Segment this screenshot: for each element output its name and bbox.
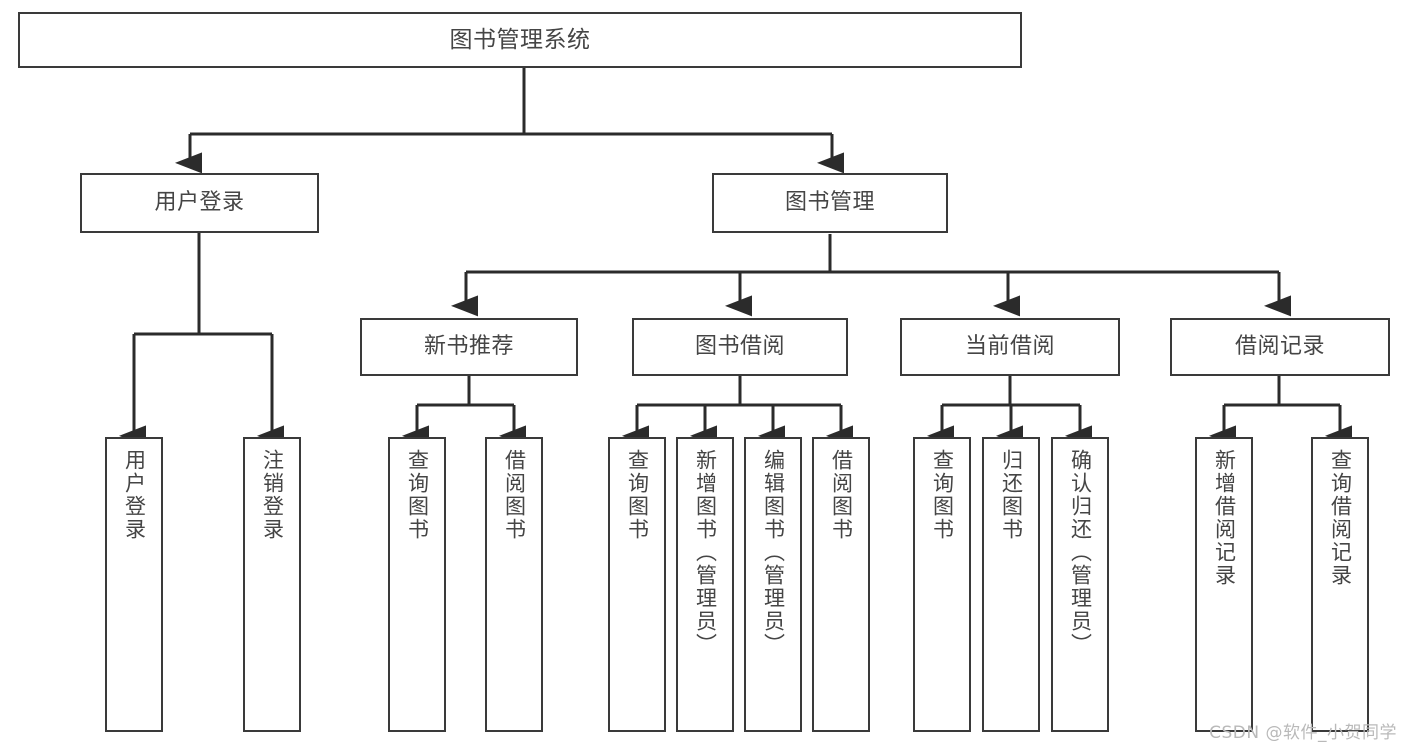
leaf-query-book-2[interactable]: 查询图书: [608, 437, 666, 732]
leaf-borrow-book-2-label: 借阅图书: [829, 449, 854, 541]
leaf-query-book-1-label: 查询图书: [405, 449, 430, 541]
leaf-logout-login[interactable]: 注销登录: [243, 437, 301, 732]
leaf-confirm-return[interactable]: 确认归还（管理员）: [1051, 437, 1109, 732]
leaf-query-borrow-record-label: 查询借阅记录: [1328, 449, 1353, 587]
leaf-query-book-3[interactable]: 查询图书: [913, 437, 971, 732]
leaf-confirm-return-label: 确认归还（管理员）: [1068, 449, 1093, 656]
leaf-add-borrow-record[interactable]: 新增借阅记录: [1195, 437, 1253, 732]
leaf-query-borrow-record[interactable]: 查询借阅记录: [1311, 437, 1369, 732]
node-current-borrow-label: 当前借阅: [964, 334, 1055, 360]
node-user-login-label: 用户登录: [154, 190, 245, 216]
leaf-query-book-1[interactable]: 查询图书: [388, 437, 446, 732]
leaf-user-login[interactable]: 用户登录: [105, 437, 163, 732]
node-user-login[interactable]: 用户登录: [80, 173, 319, 233]
leaf-add-borrow-record-label: 新增借阅记录: [1212, 449, 1237, 587]
leaf-query-book-3-label: 查询图书: [930, 449, 955, 541]
node-root-label: 图书管理系统: [449, 26, 591, 53]
leaf-borrow-book-1-label: 借阅图书: [502, 449, 527, 541]
node-new-book-recommend-label: 新书推荐: [423, 334, 514, 360]
leaf-borrow-book-2[interactable]: 借阅图书: [812, 437, 870, 732]
watermark: CSDN @软件_小贺同学: [1209, 723, 1397, 743]
leaf-return-book[interactable]: 归还图书: [982, 437, 1040, 732]
leaf-borrow-book-1[interactable]: 借阅图书: [485, 437, 543, 732]
node-book-management-label: 图书管理: [784, 190, 875, 216]
node-new-book-recommend[interactable]: 新书推荐: [360, 318, 578, 376]
leaf-add-book-label: 新增图书（管理员）: [693, 449, 718, 656]
leaf-query-book-2-label: 查询图书: [625, 449, 650, 541]
node-borrow-record[interactable]: 借阅记录: [1170, 318, 1390, 376]
leaf-logout-login-label: 注销登录: [260, 449, 285, 541]
node-book-borrow[interactable]: 图书借阅: [632, 318, 848, 376]
leaf-edit-book[interactable]: 编辑图书（管理员）: [744, 437, 802, 732]
node-book-management[interactable]: 图书管理: [712, 173, 948, 233]
leaf-add-book[interactable]: 新增图书（管理员）: [676, 437, 734, 732]
leaf-user-login-label: 用户登录: [122, 449, 147, 541]
node-book-borrow-label: 图书借阅: [694, 334, 785, 360]
node-current-borrow[interactable]: 当前借阅: [900, 318, 1120, 376]
node-borrow-record-label: 借阅记录: [1234, 334, 1325, 360]
leaf-edit-book-label: 编辑图书（管理员）: [761, 449, 786, 656]
node-root[interactable]: 图书管理系统: [18, 12, 1022, 68]
leaf-return-book-label: 归还图书: [999, 449, 1024, 541]
